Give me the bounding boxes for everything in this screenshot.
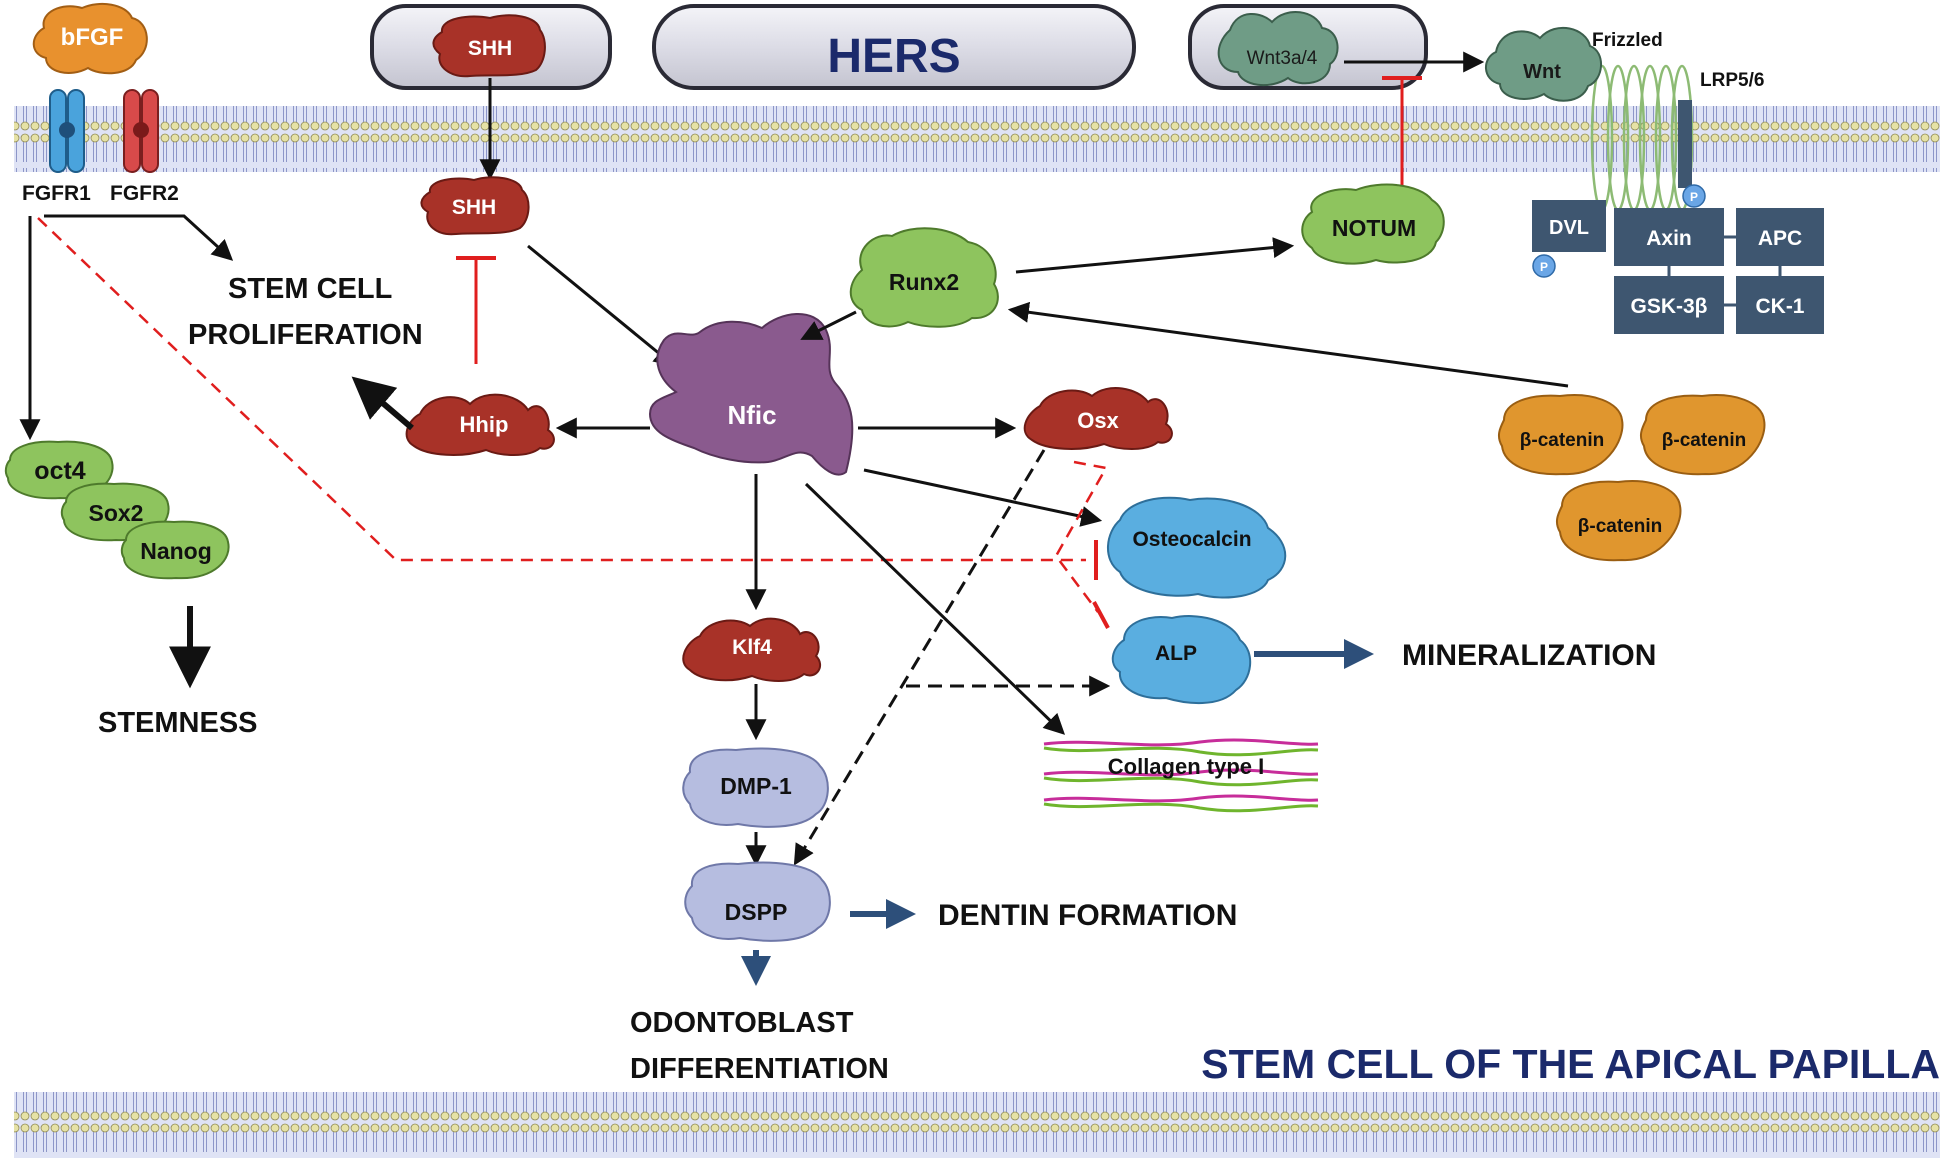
lrp-phospho-icon: P (1682, 184, 1706, 208)
destruction-complex: DVL P Axin APC GSK-3β CK-1 (1532, 200, 1824, 334)
odontoblast-label-line2: DIFFERENTIATION (630, 1053, 889, 1085)
shh-label: SHH (452, 196, 496, 219)
dspp-protein: DSPP (684, 861, 831, 942)
beta-catenin-3: β-catenin (1555, 480, 1682, 562)
frizzled-label: Frizzled (1592, 30, 1663, 51)
stem-cell-proliferation-line1: STEM CELL (228, 273, 392, 305)
wnt-ligand: Wnt (1485, 27, 1602, 102)
gsk-label: GSK-3β (1631, 295, 1708, 318)
arrow-osx-to-dspp (793, 449, 1046, 866)
collagen-label: Collagen type I (1108, 754, 1264, 779)
odontoblast-label-line1: ODONTOBLAST (630, 1007, 854, 1039)
fgfr1-receptor (49, 89, 85, 173)
axin-label: Axin (1646, 227, 1692, 250)
sox2-label: Sox2 (89, 500, 144, 526)
notum-protein: NOTUM (1301, 183, 1445, 265)
inhibit-fgfr-to-osteocalcin (37, 217, 1086, 562)
klf4-label: Klf4 (732, 636, 772, 659)
runx2-label: Runx2 (889, 269, 959, 295)
dvl-label: DVL (1549, 217, 1589, 239)
nanog-protein: Nanog (120, 520, 230, 580)
arrow-betacatenin-to-runx2 (1007, 301, 1569, 388)
lrp-receptor (1678, 100, 1692, 188)
beta-catenin-label-1: β-catenin (1520, 430, 1604, 451)
lrp-label: LRP5/6 (1700, 70, 1764, 91)
alp-label: ALP (1155, 642, 1197, 665)
osx-label: Osx (1077, 408, 1119, 433)
bfgf-ligand: bFGF (32, 2, 148, 75)
dspp-label: DSPP (725, 899, 788, 925)
osteocalcin-protein: Osteocalcin (1106, 496, 1287, 599)
stem-cell-apical-papilla-label: STEM CELL OF THE APICAL PAPILLA (1201, 1041, 1940, 1087)
nfic-protein: Nfic (648, 313, 854, 476)
inhibit-osx-osteocalcin-alp (1054, 460, 1108, 613)
hhip-label: Hhip (460, 412, 509, 437)
dmp1-label: DMP-1 (720, 773, 792, 799)
shh-protein: SHH (420, 176, 530, 236)
hhip-protein: Hhip (405, 393, 555, 456)
arrow-fgfr-to-proliferation (44, 214, 234, 261)
wnt3a4-ligand: Wnt3a/4 (1217, 10, 1339, 87)
arrow-hhip-to-proliferation (351, 376, 414, 431)
mineralization-label: MINERALIZATION (1402, 639, 1656, 672)
stem-cell-proliferation-line2: PROLIFERATION (188, 319, 423, 351)
arrow-nfic-to-osteocalcin (863, 468, 1103, 527)
beta-catenin-label-2: β-catenin (1662, 430, 1746, 451)
arrow-runx2-to-nfic (800, 310, 857, 340)
oct4-protein: oct4 (4, 440, 114, 500)
inhibit-hhip-shh (456, 256, 496, 364)
hers-cell-center: HERS (652, 4, 1136, 90)
bfgf-label: bFGF (61, 24, 124, 51)
osteocalcin-label: Osteocalcin (1132, 528, 1251, 551)
arrow-runx2-to-notum (1015, 237, 1295, 274)
shh-ligand-top: SHH (432, 14, 546, 78)
beta-catenin-2: β-catenin (1639, 394, 1766, 476)
dvl-phospho-icon: P (1540, 260, 1548, 274)
fgfr2-label: FGFR2 (110, 182, 179, 205)
nfic-label: Nfic (727, 400, 776, 430)
wnt-label: Wnt (1523, 61, 1561, 83)
shh-top-label: SHH (468, 37, 512, 60)
beta-catenin-1: β-catenin (1497, 394, 1624, 476)
nanog-label: Nanog (140, 538, 212, 564)
runx2-protein: Runx2 (849, 227, 999, 328)
bottom-membrane (14, 1092, 1940, 1158)
top-membrane (14, 106, 1940, 172)
alp-protein: ALP (1111, 615, 1252, 705)
osx-protein: Osx (1023, 387, 1173, 450)
klf4-protein: Klf4 (682, 617, 822, 682)
beta-catenin-label-3: β-catenin (1578, 516, 1662, 537)
fgfr2-receptor (123, 89, 159, 173)
arrow-shh-to-nfic (527, 244, 676, 367)
dmp1-protein: DMP-1 (682, 747, 829, 828)
apc-label: APC (1758, 227, 1802, 250)
notum-label: NOTUM (1332, 215, 1416, 241)
arrow-nfic-to-collagen (804, 482, 1066, 735)
ck1-label: CK-1 (1755, 295, 1804, 318)
svg-text:P: P (1690, 190, 1698, 204)
wnt3a4-label: Wnt3a/4 (1247, 48, 1318, 69)
hers-label: HERS (827, 30, 960, 83)
inhibit-notum-wnt (1382, 76, 1422, 188)
oct4-label: oct4 (34, 457, 86, 485)
fgfr1-label: FGFR1 (22, 182, 91, 205)
inhibit-bar-alp (1092, 601, 1110, 629)
dentin-formation-label: DENTIN FORMATION (938, 899, 1237, 932)
stemness-label: STEMNESS (98, 707, 258, 739)
collagen-fibers: Collagen type I (1043, 738, 1319, 813)
